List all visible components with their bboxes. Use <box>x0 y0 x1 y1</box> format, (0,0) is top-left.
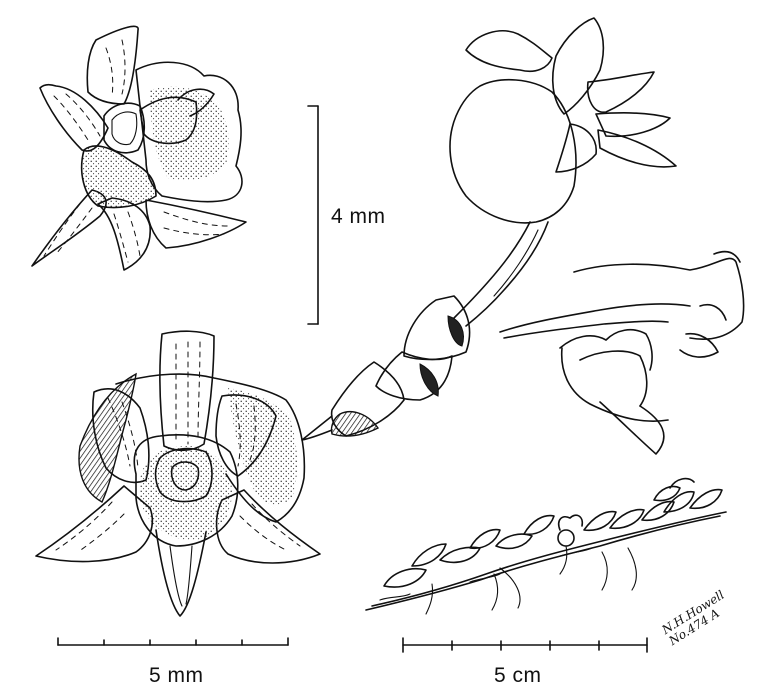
scale-label-5mm: 5 mm <box>149 664 204 687</box>
flower-side-view <box>449 17 677 327</box>
scale-bar-5cm <box>402 637 648 653</box>
stem-bracts <box>301 295 471 441</box>
vertical-scale-bar <box>307 105 319 325</box>
lip-column-detail <box>499 250 745 455</box>
scale-label-4mm: 4 mm <box>331 205 386 228</box>
flower-front-view <box>35 330 321 617</box>
scale-label-5cm: 5 cm <box>494 664 542 687</box>
flower-oblique-view <box>31 25 247 271</box>
scale-bar-5mm <box>57 637 289 646</box>
plant-habit-sketch <box>365 477 727 615</box>
